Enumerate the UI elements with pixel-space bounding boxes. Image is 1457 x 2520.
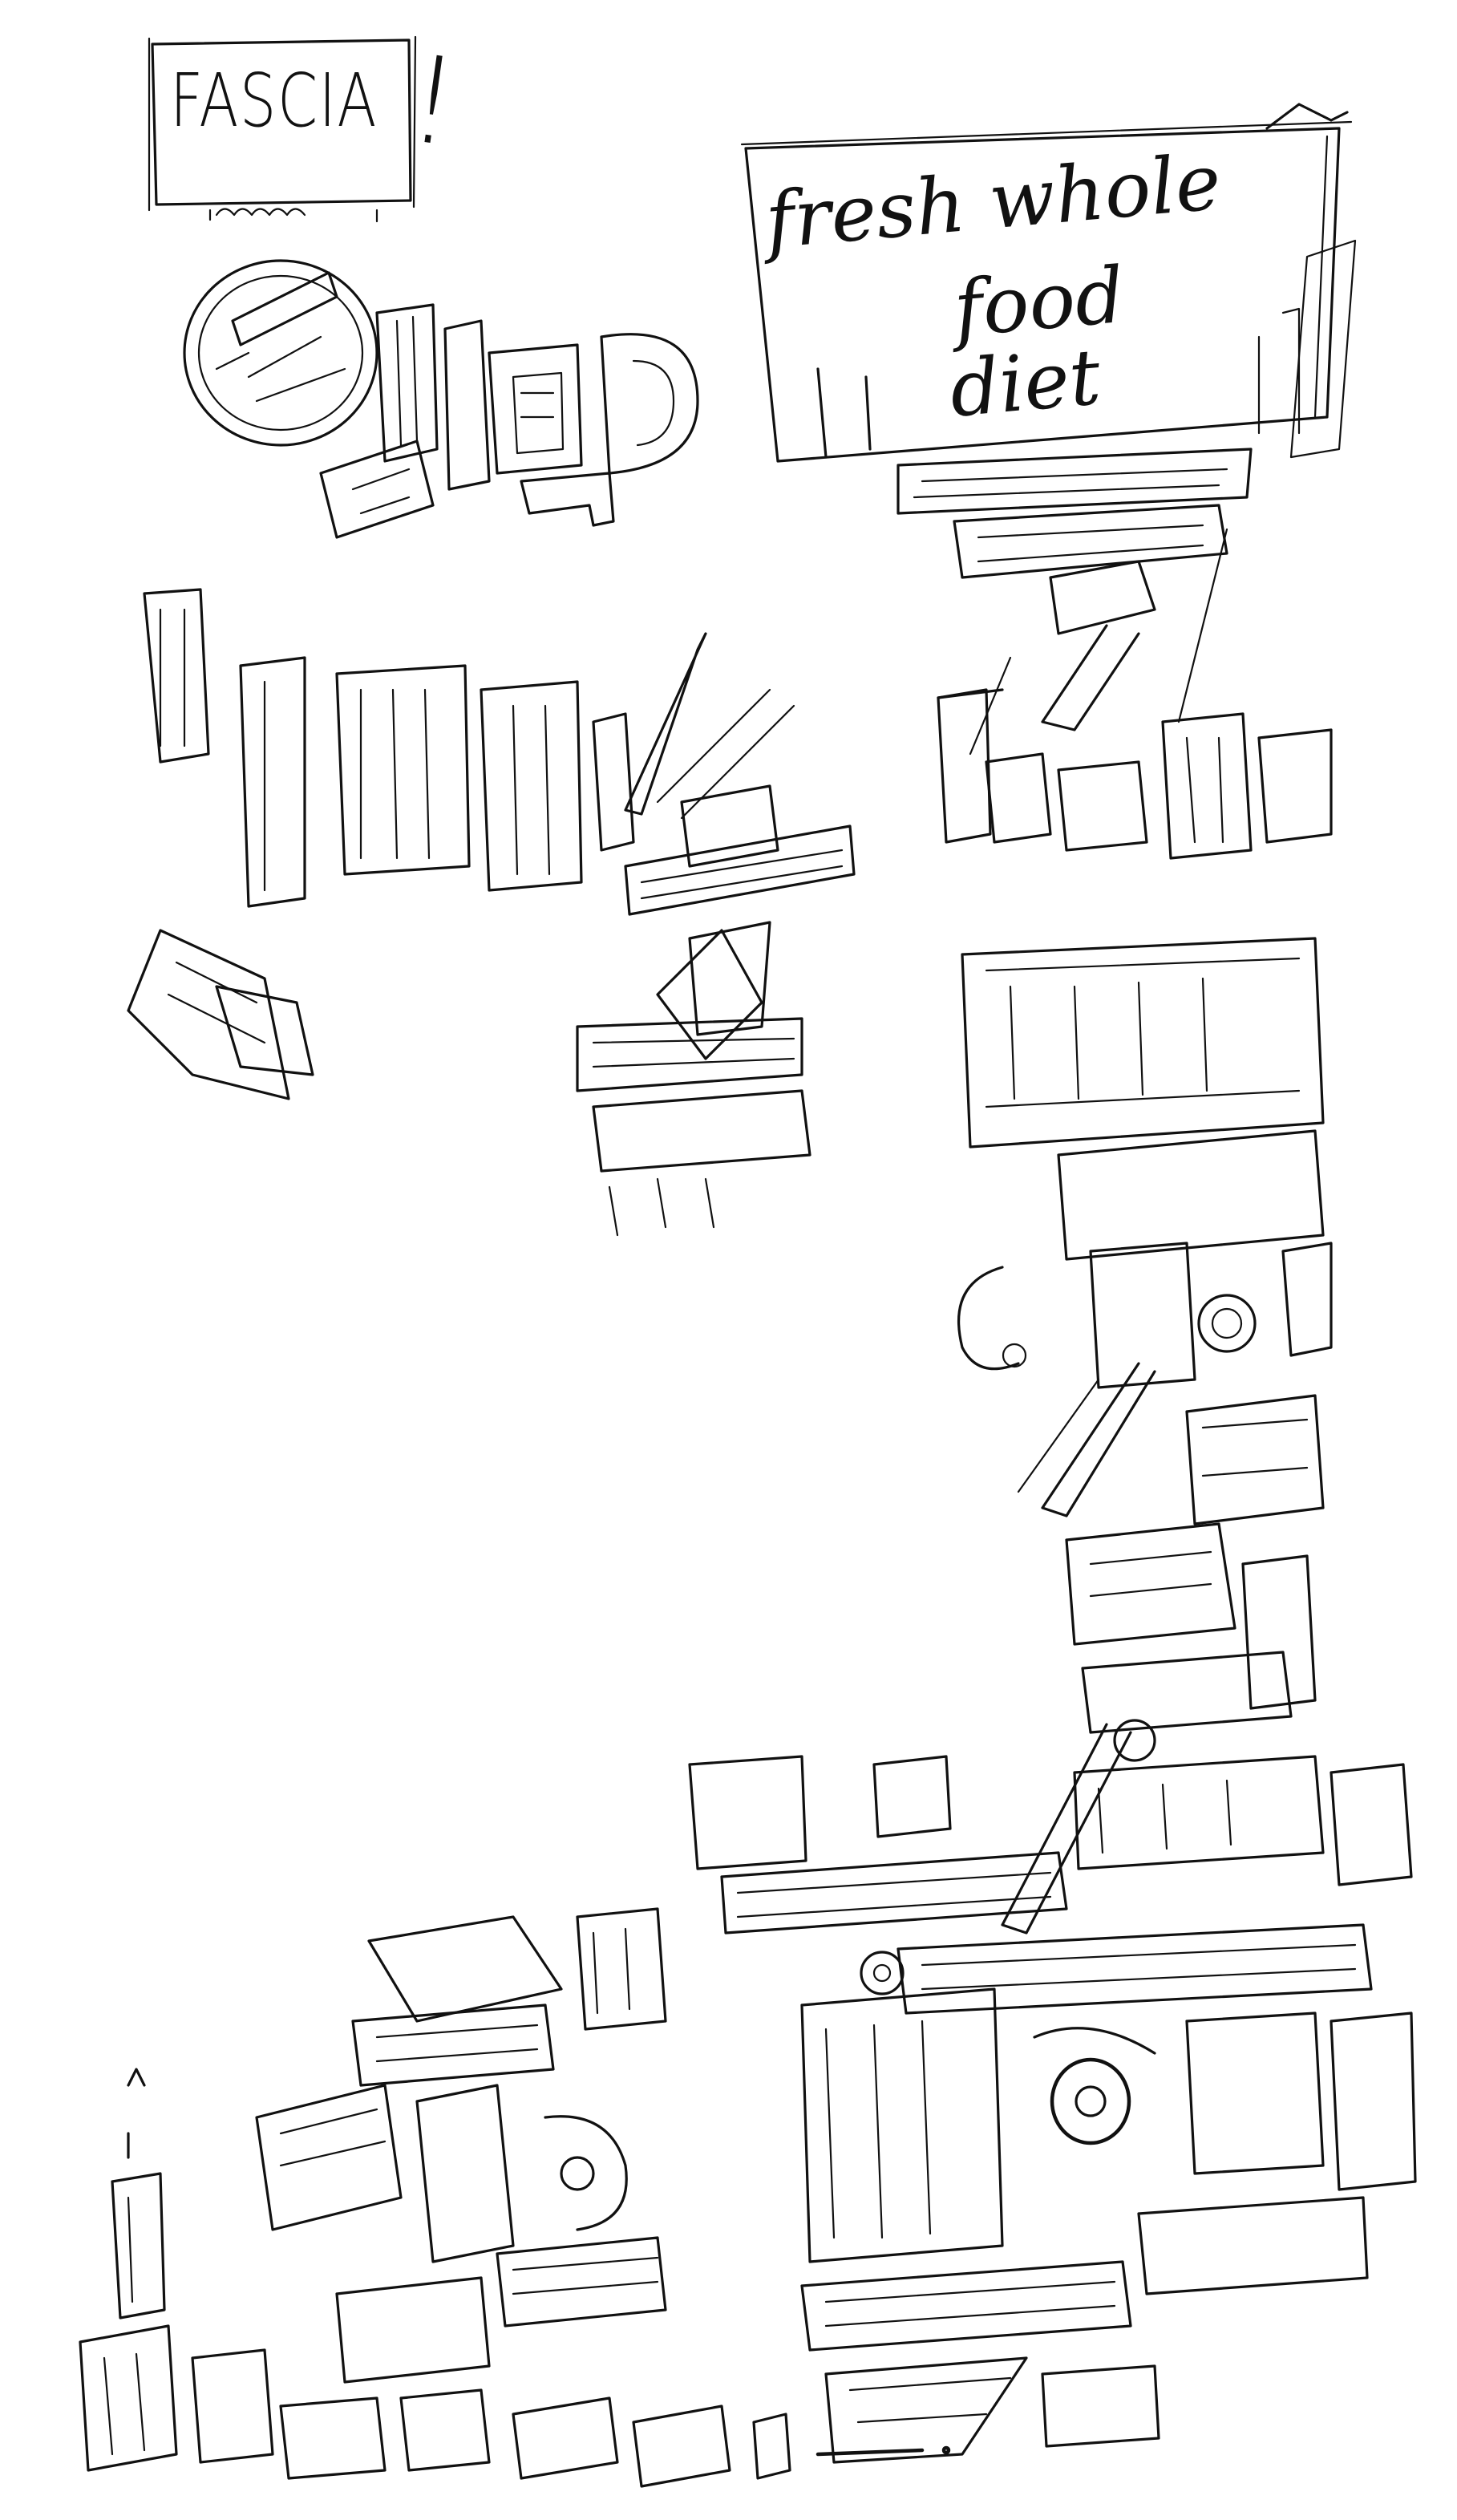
lower-left-block [79, 1907, 951, 2488]
circle-ornament [183, 259, 699, 539]
fascia-box [148, 35, 417, 223]
sign-line-3: diet [946, 331, 1104, 435]
sign-frame [740, 103, 1357, 844]
lower-right-block [688, 1755, 1417, 2464]
right-column [957, 1242, 1333, 1935]
right-bracket [937, 688, 1333, 1261]
left-cluster [127, 588, 856, 1237]
fascia-label: FASCIA [170, 58, 378, 144]
